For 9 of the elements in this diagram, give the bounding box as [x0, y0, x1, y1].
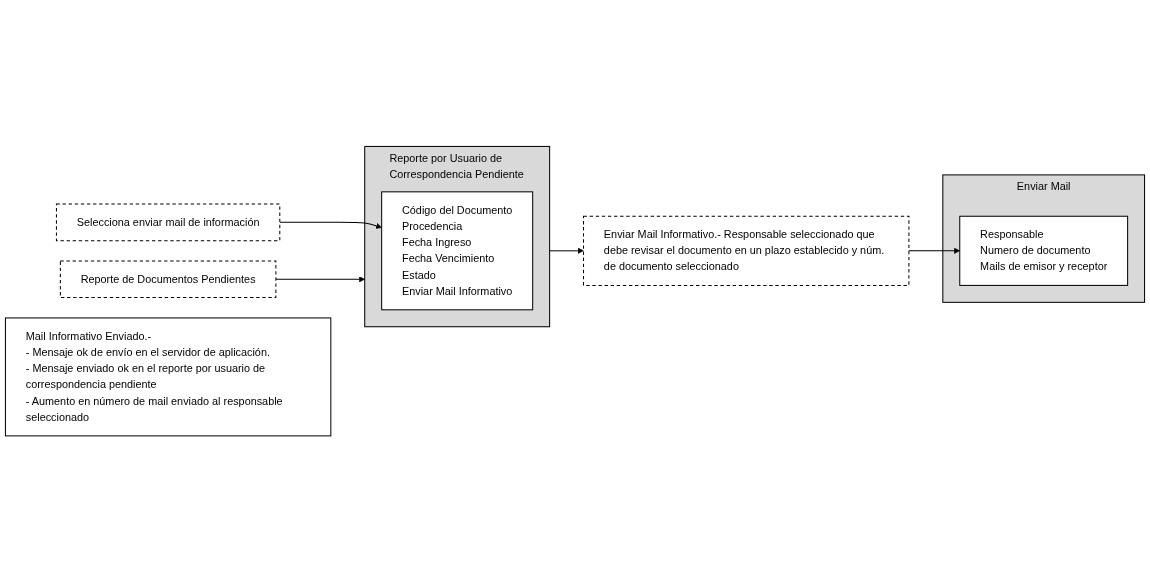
node-box: Responsable Numero de documento Mails de emisor y receptor — [959, 215, 1129, 286]
node-box: Reporte de Documentos Pendientes — [59, 260, 277, 298]
node-box: Mail Informativo Enviado.- - Mensaje ok de envío en el servidor de aplicación. - Mensaje enviado ok en el reporte por usuario de correspondencia pendiente - Aumento en número de mail enviado al responsable seleccionado — [4, 317, 332, 437]
arrow — [275, 276, 365, 283]
arrow — [549, 247, 584, 254]
node-box: Código del Documento Procedencia Fecha Ingreso Fecha Vencimiento Estado Enviar Mail Informativo — [381, 191, 534, 311]
node-box: Enviar Mail Informativo.- Responsable seleccionado que debe revisar el documento en un plazo establecido y núm. de documento seleccionado — [583, 215, 910, 286]
node-box: Selecciona enviar mail de información — [55, 203, 281, 241]
arrow — [279, 221, 382, 229]
